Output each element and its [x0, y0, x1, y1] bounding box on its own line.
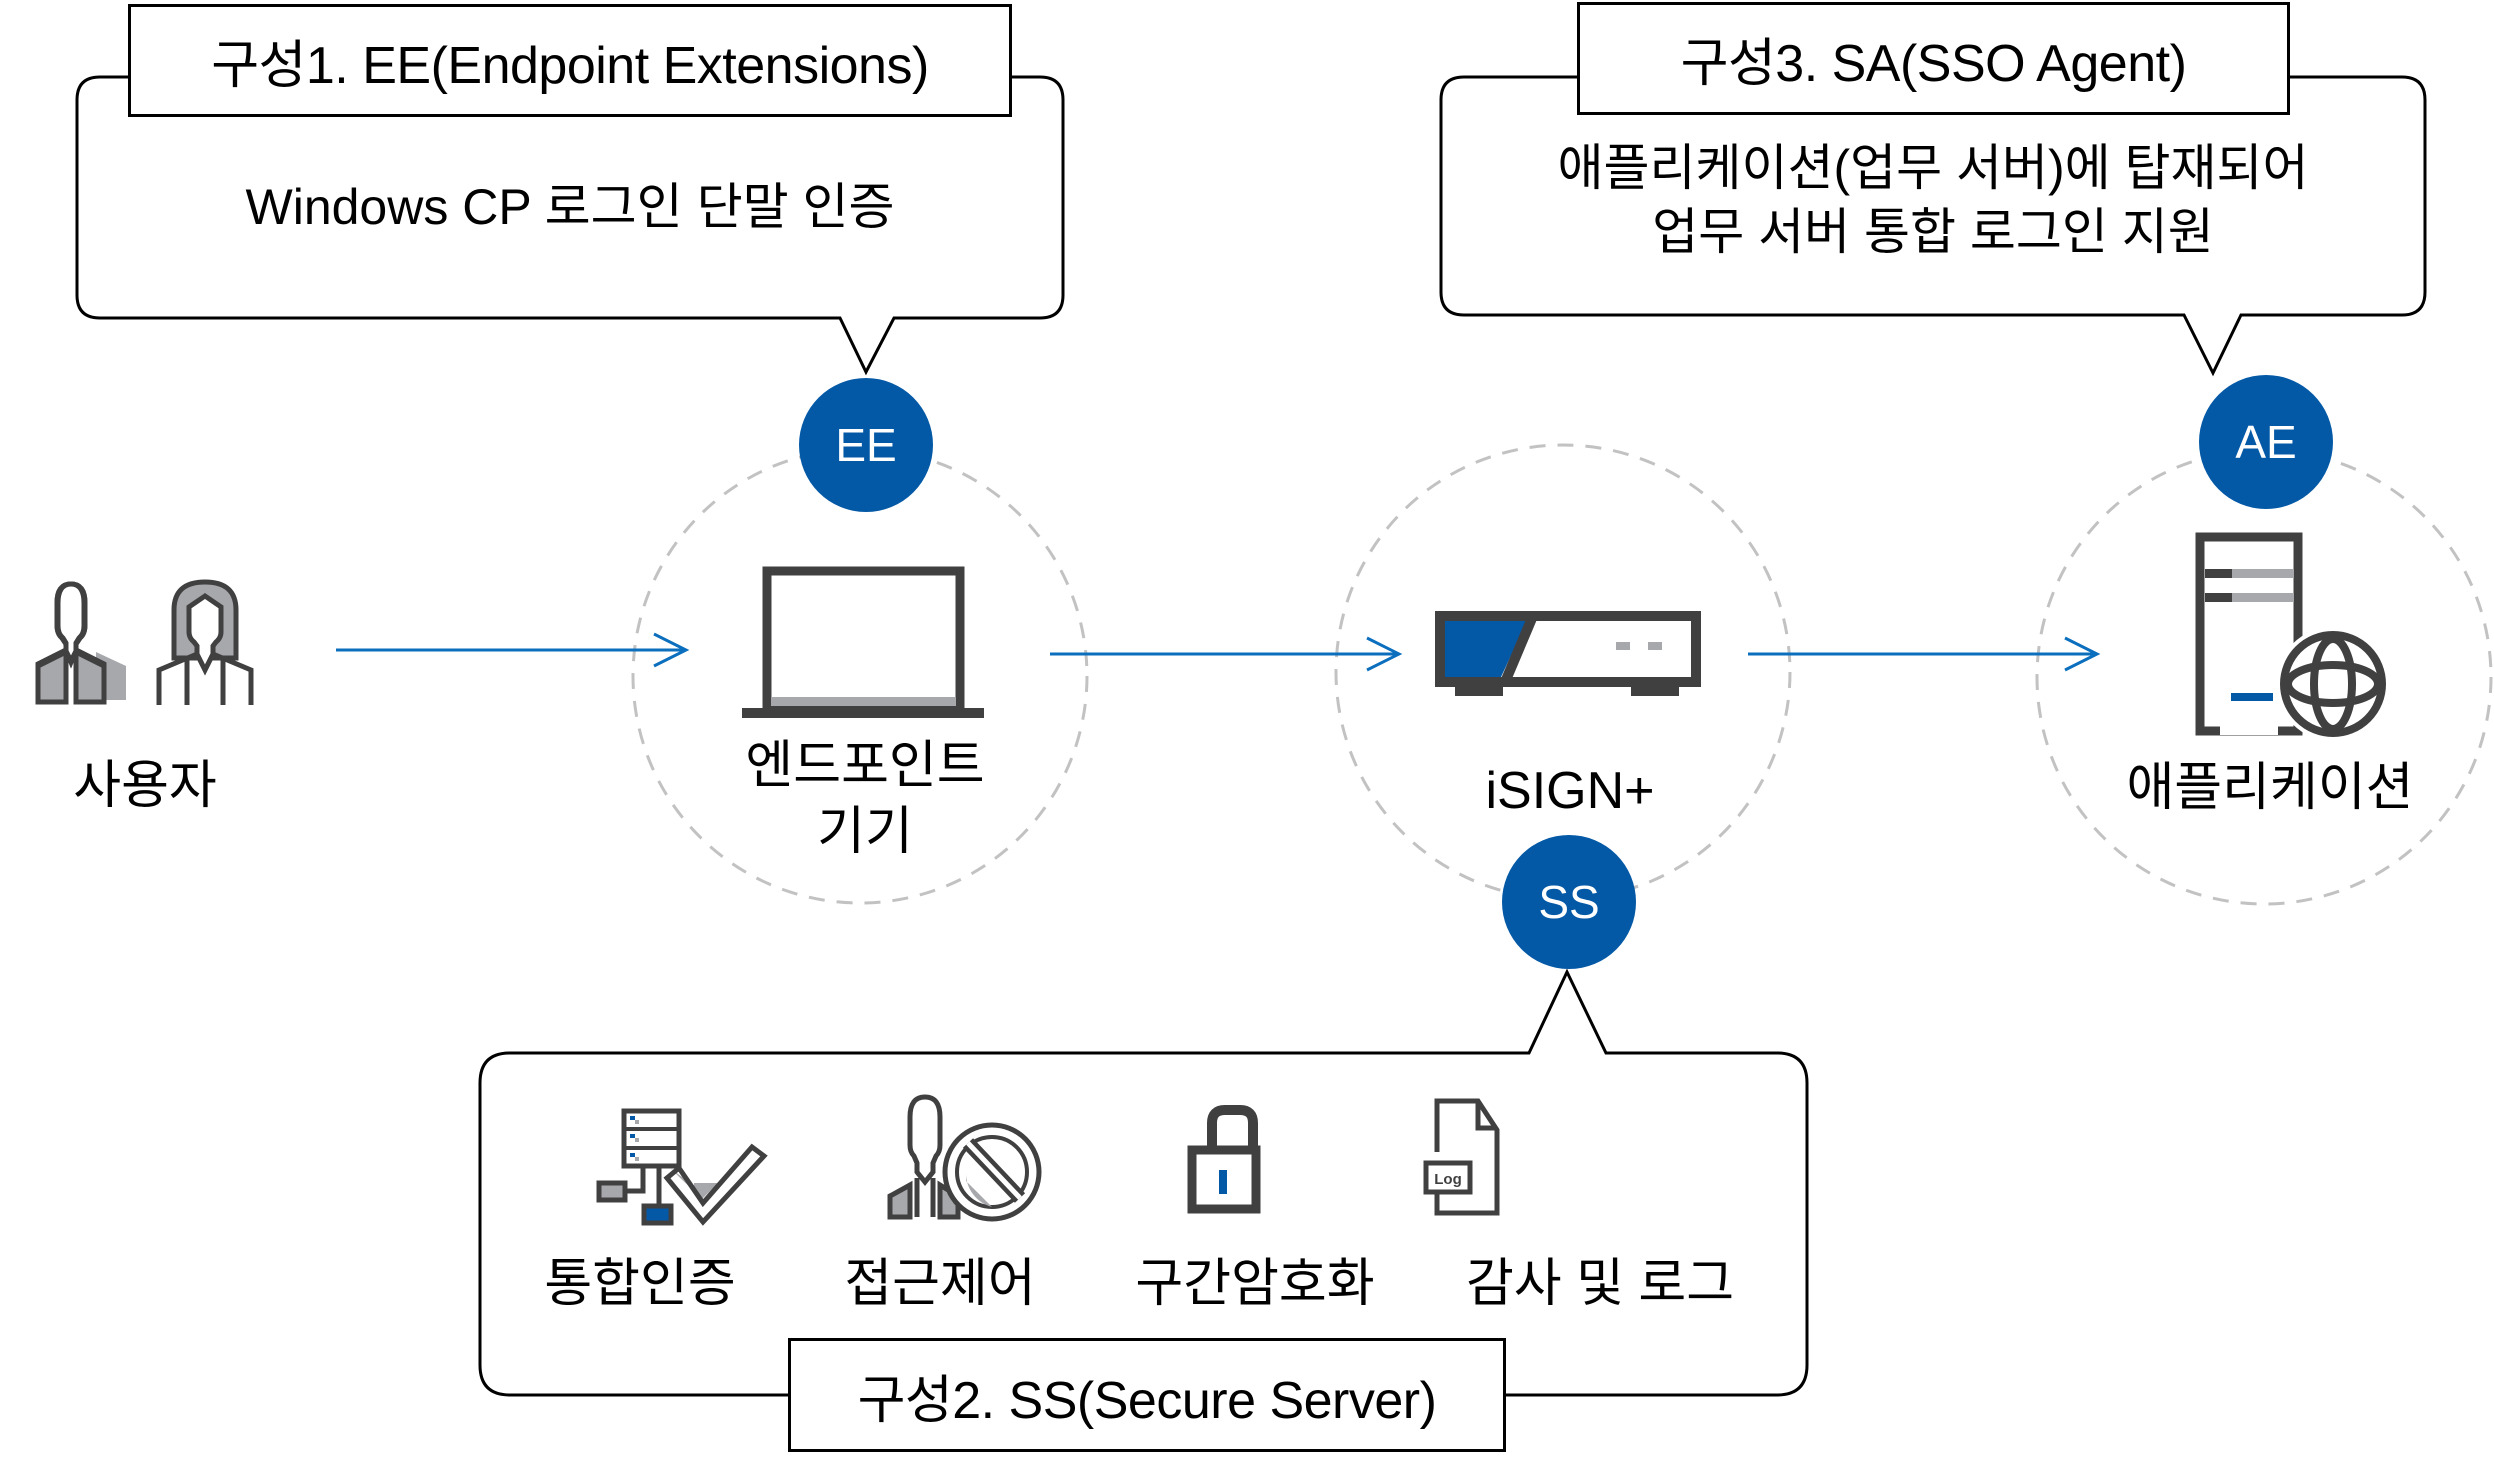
callout-ee-description: Windows CP 로그인 단말 인증 [77, 175, 1063, 239]
badge-ae-text: AE [2235, 416, 2297, 468]
badge-ae: AE [2199, 375, 2333, 509]
user-woman-icon [156, 579, 254, 705]
feature-label-encryption: 구간암호화 [1135, 1255, 1375, 1313]
callout-ee-title-text: 구성1. EE(Endpoint Extensions) [211, 37, 929, 95]
callout-ee-line-1: Windows CP 로그인 단말 인증 [245, 179, 895, 235]
feature-label-access-control: 접근제어 [844, 1255, 1036, 1313]
callout-ss-title-text: 구성2. SS(Secure Server) [857, 1371, 1437, 1430]
user-man-icon [35, 581, 126, 705]
badge-ee: EE [799, 378, 933, 512]
badge-ss-text: SS [1538, 876, 1600, 928]
feature-label-audit-log: 감사 및 로그 [1465, 1255, 1735, 1313]
lock-icon [1187, 1105, 1261, 1214]
callout-sa-line-1: 애플리케이션(업무 서버)에 탑재되어 [1557, 140, 2309, 196]
log-file-icon-text: Log [1434, 1171, 1462, 1188]
callout-ss-title: 구성2. SS(Secure Server) [788, 1338, 1506, 1452]
feature-label-integrated-auth: 통합인증 [544, 1255, 736, 1313]
badge-ss: SS [1502, 835, 1636, 969]
arrow-isign-to-application [1748, 636, 2101, 672]
integrated-auth-icon [596, 1108, 768, 1226]
callout-sa-bubble [1439, 75, 2427, 377]
appliance-icon [1435, 611, 1701, 696]
server-globe-icon [2195, 532, 2390, 741]
users-icon [35, 579, 254, 705]
callout-ee-title: 구성1. EE(Endpoint Extensions) [128, 4, 1012, 117]
arrow-users-to-endpoint [336, 632, 690, 668]
users-label: 사용자 [73, 757, 217, 815]
isign-zone-circle [1334, 443, 1792, 901]
callout-sa-line-2: 업무 서버 통합 로그인 지원 [1652, 204, 2214, 260]
badge-ee-text: EE [835, 419, 897, 471]
endpoint-label-line-2: 기기 [817, 803, 913, 861]
isign-label: iSIGN+ [1485, 762, 1655, 820]
laptop-icon [742, 566, 984, 718]
callout-sa-title: 구성3. SA(SSO Agent) [1577, 2, 2290, 115]
callout-sa-title-text: 구성3. SA(SSO Agent) [1680, 35, 2187, 93]
arrow-endpoint-to-isign [1050, 636, 1403, 672]
callout-ss-bubble [478, 968, 1809, 1397]
endpoint-label-line-1: 엔드포인트 [745, 737, 985, 795]
application-label: 애플리케이션 [2126, 759, 2414, 817]
log-file-icon: Log [1423, 1098, 1500, 1216]
callout-sa-description: 애플리케이션(업무 서버)에 탑재되어 업무 서버 통합 로그인 지원 [1441, 136, 2425, 264]
callout-ee-bubble [75, 75, 1065, 376]
access-control-icon [887, 1094, 1042, 1222]
